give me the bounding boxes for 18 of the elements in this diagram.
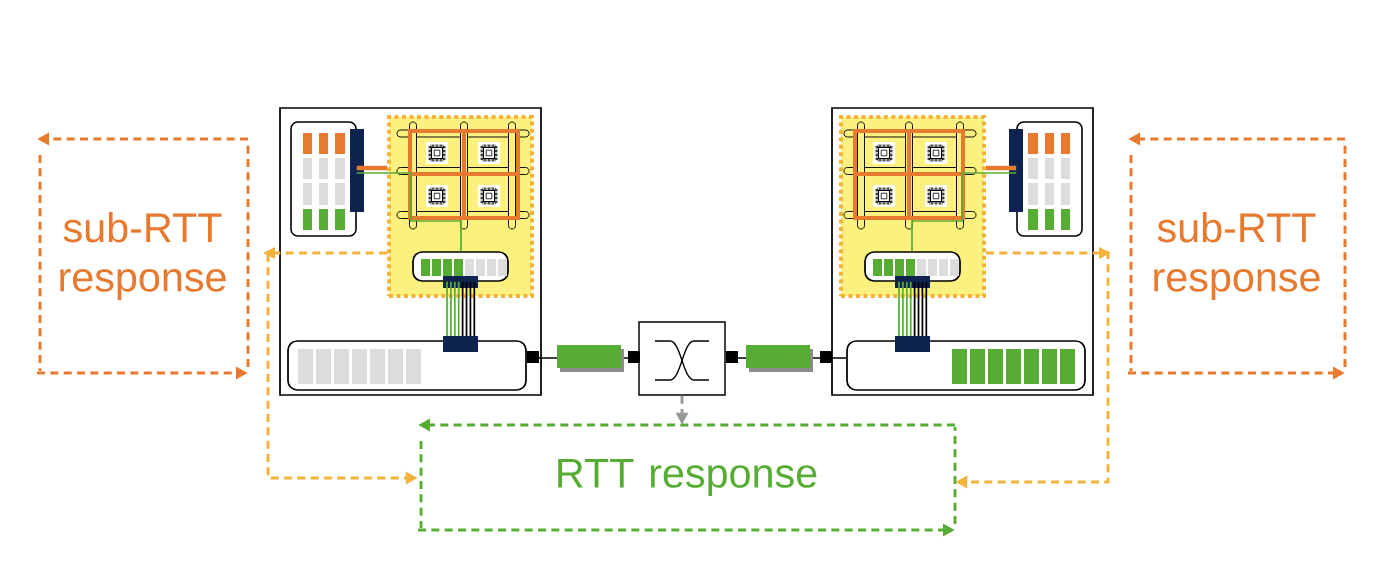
network-switch [638, 321, 726, 396]
ribbon-cable [443, 276, 478, 352]
network-cable [526, 345, 640, 372]
node-label: RTT response [558, 458, 817, 496]
buffer-queue [864, 251, 961, 282]
signal-line [911, 172, 1018, 252]
node-label: sub-RTT response [1154, 212, 1320, 300]
bus-line [356, 165, 387, 171]
memory-module [1009, 121, 1083, 237]
network-card [846, 340, 1086, 391]
node-label: sub-RTT response [60, 212, 226, 300]
bus-line [986, 165, 1017, 171]
memory-module [290, 121, 364, 237]
signal-line [355, 172, 462, 252]
buffer-queue [412, 251, 509, 282]
network-card [287, 340, 527, 391]
ribbon-cable [895, 276, 930, 352]
network-cable [724, 345, 847, 372]
